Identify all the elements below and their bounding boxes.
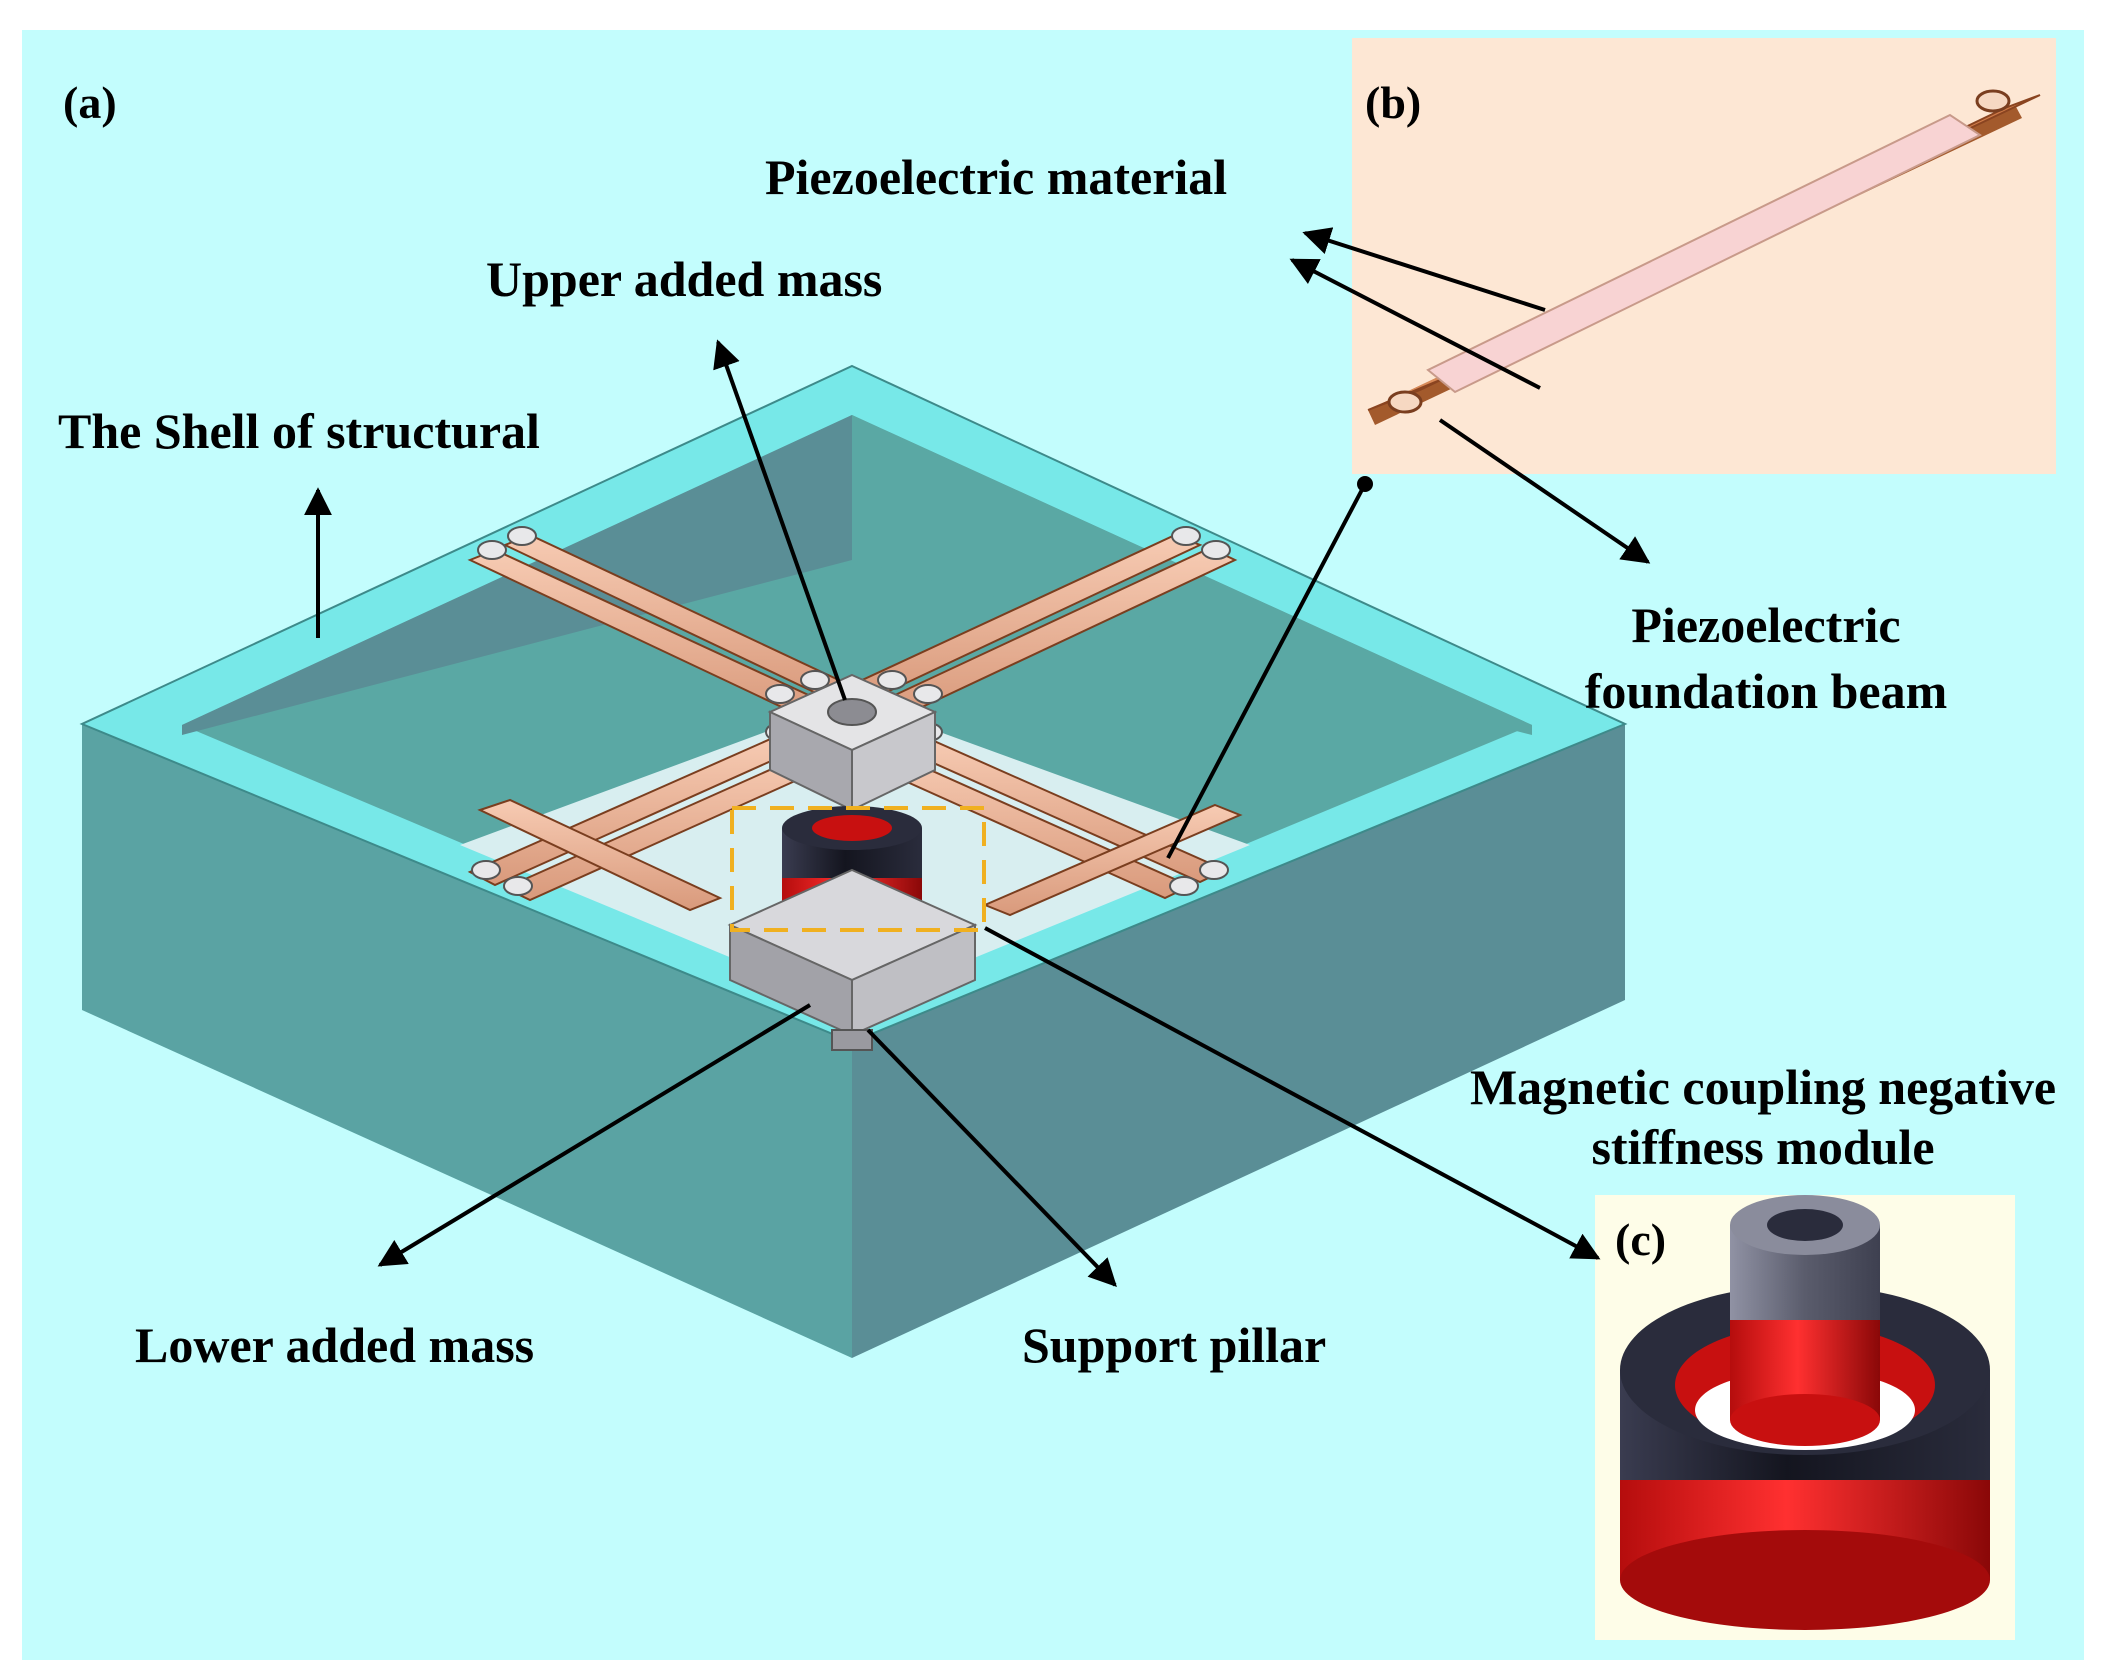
label-shell: The Shell of structural xyxy=(58,403,540,459)
highlight-box xyxy=(730,806,986,932)
bolt xyxy=(477,540,507,560)
panel-b-hole-right xyxy=(1975,89,2011,113)
panel-b: (b) xyxy=(1352,38,2056,474)
label-support-pillar: Support pillar xyxy=(1022,1317,1326,1373)
arrow-foundation-beam xyxy=(1438,418,1651,564)
panel-b-hole-left xyxy=(1387,390,1423,414)
panel-c: (c) xyxy=(1595,1195,2015,1640)
mass-hole xyxy=(827,698,877,726)
panel-a-label: (a) xyxy=(63,77,117,128)
label-lower-mass: Lower added mass xyxy=(135,1317,534,1373)
label-magnetic-2: stiffness module xyxy=(1591,1119,1934,1175)
bolt xyxy=(1199,860,1229,880)
beam-lower-right xyxy=(982,803,1243,917)
beam-lower-left xyxy=(477,798,723,912)
panel-b-piezo-layer xyxy=(1426,113,1983,394)
bolt xyxy=(877,670,907,690)
bolt xyxy=(507,526,537,546)
arrow-piezo-material-2 xyxy=(1289,258,1541,390)
bolt xyxy=(765,684,795,704)
label-piezo-material: Piezoelectric material xyxy=(765,149,1227,205)
arrow-piezo-material-1 xyxy=(1302,227,1546,312)
shell-left-face-lower xyxy=(82,724,852,1358)
arrow-lower-mass xyxy=(377,1003,812,1267)
label-magnetic-1: Magnetic coupling negative xyxy=(1470,1059,2056,1115)
bolt xyxy=(913,684,943,704)
label-foundation-beam-1: Piezoelectric xyxy=(1631,597,1900,653)
label-foundation-beam-2: foundation beam xyxy=(1585,663,1948,719)
arrow-upper-mass xyxy=(713,339,847,701)
panel-b-label: (b) xyxy=(1365,77,1421,128)
panel-c-label: (c) xyxy=(1615,1214,1666,1265)
bolt xyxy=(1171,526,1201,546)
leader-panel-b xyxy=(1166,483,1367,859)
upper-added-mass xyxy=(767,673,938,812)
bolt xyxy=(503,876,533,896)
bolt xyxy=(1201,540,1231,560)
label-upper-mass: Upper added mass xyxy=(486,251,882,307)
lower-added-mass xyxy=(727,868,978,1037)
arrow-support-pillar xyxy=(866,1028,1117,1288)
piezoelectric-beams xyxy=(467,533,1243,1027)
arrow-magnetic-module xyxy=(984,926,1601,1260)
support-pillar xyxy=(831,1029,873,1051)
leader-panel-b-dot xyxy=(1357,476,1373,492)
bolt xyxy=(1169,876,1199,896)
bolt xyxy=(471,860,501,880)
bolt xyxy=(800,670,830,690)
shell-right-face xyxy=(852,724,1625,1358)
